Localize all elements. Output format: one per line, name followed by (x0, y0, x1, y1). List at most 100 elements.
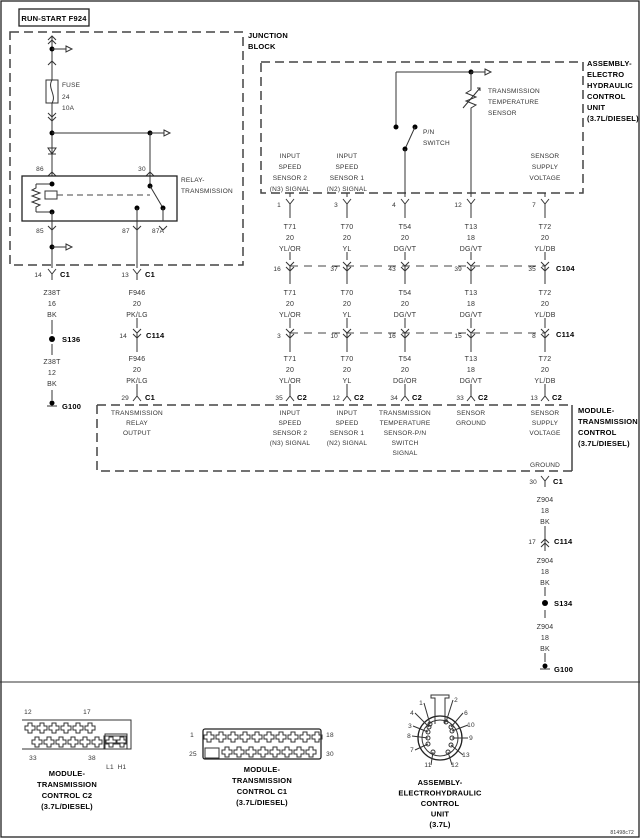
c114-pin-number: 14 (119, 333, 127, 340)
wire-label: 20 (541, 301, 549, 308)
c1-pin-number: 14 (34, 272, 42, 279)
tcm-pin-label: GROUND (456, 420, 486, 427)
tcm-label: MODULE- (578, 406, 615, 415)
relay-87a-connector-icon (158, 225, 168, 231)
pin-label: 2 (454, 697, 458, 704)
connector-cavity-icon (60, 722, 72, 734)
wire-label: 20 (343, 367, 351, 374)
pin-label: 13 (462, 752, 470, 759)
tcm-pin-label: SENSOR 1 (330, 430, 365, 437)
tcm-c1-view-title: (3.7L/DIESEL) (236, 798, 288, 807)
pin-label: 25 (189, 751, 197, 758)
ehcu-pin-label: SENSOR (531, 153, 560, 160)
c1-pin-number: 13 (121, 272, 129, 279)
c104-pin-number: 16 (273, 266, 281, 273)
fuse-rating: 10A (62, 105, 75, 112)
connector-cavity-icon (448, 742, 454, 748)
wire-label: T72 (539, 290, 552, 297)
tcm-pin-label: SUPPLY (532, 420, 559, 427)
connector-cavity-icon (43, 736, 55, 748)
tcm-c2-view-title: (3.7L/DIESEL) (41, 802, 93, 811)
c2-pin-number: 33 (456, 395, 464, 402)
wire-label: 18 (541, 508, 549, 515)
tcm-pin-label: SENSOR-P/N (384, 430, 427, 437)
wire-label: DG/VT (460, 378, 483, 385)
pin-label: 3 (408, 723, 412, 730)
wire-label: T71 (284, 290, 297, 297)
tcm-label: (3.7L/DIESEL) (578, 439, 630, 448)
ehcu-pin-label: (N3) SIGNAL (270, 186, 311, 193)
tcm-label: CONTROL (578, 428, 617, 437)
ehcu-outline (260, 61, 584, 194)
relay-85-arrow-icon (65, 243, 74, 251)
c104-pin-number: 39 (454, 266, 462, 273)
connector-cavity-icon (275, 731, 287, 743)
connector-cavity-icon (36, 722, 48, 734)
junction-block-outline (9, 31, 244, 266)
connector-cavity-icon (48, 722, 60, 734)
wire-label: BK (540, 519, 550, 526)
tcm-pin-label: TEMPERATURE (380, 420, 431, 427)
ehcu-view-title: ASSEMBLY- (418, 778, 463, 787)
connector-cavity-icon (105, 736, 117, 748)
wire-label: DG/OR (393, 378, 417, 385)
wire-label: PK/LG (126, 312, 148, 319)
pin-label: L1 (106, 764, 114, 771)
c1-connector-icon (540, 475, 550, 487)
c114-pin-number: 3 (277, 333, 281, 340)
c114-connector-label: C114 (554, 537, 573, 546)
connector-cavity-icon (233, 746, 245, 758)
wire-label: DG/VT (394, 246, 417, 253)
wire-label: T71 (284, 224, 297, 231)
figure-id: 81498c72 (610, 830, 634, 836)
connector-cavity-icon (31, 736, 43, 748)
tcm-c1-pin-number: 29 (121, 395, 129, 402)
c104-connector-icon (400, 261, 410, 276)
wire-label: YL/DB (534, 246, 555, 253)
tcm-pin-label: SENSOR 2 (273, 430, 308, 437)
tcm-c2-view-title: TRANSMISSION (37, 780, 97, 789)
ehcu-pin-number: 3 (334, 202, 338, 209)
wire-label: BK (540, 646, 550, 653)
connector-cavity-icon (430, 749, 436, 755)
pn-switch-label: P/N (423, 129, 435, 136)
relay-coil-resistor-icon (30, 184, 42, 212)
wire-label: 20 (133, 367, 141, 374)
c104-pin-number: 43 (388, 266, 396, 273)
wire-label: 20 (286, 367, 294, 374)
ehcu-label: UNIT (587, 103, 606, 112)
c114-pin-number: 15 (454, 333, 462, 340)
connector-cavity-icon (55, 736, 67, 748)
wire-label: 18 (541, 569, 549, 576)
title-box (18, 8, 90, 27)
c104-pin-number: 37 (330, 266, 338, 273)
diode-icon (47, 147, 57, 155)
s136-splice-label: S136 (62, 335, 80, 344)
tcm-pin-label: SWITCH (392, 440, 419, 447)
ehcu-pin-label: INPUT (337, 153, 358, 160)
ehcu-connector-key (430, 694, 450, 724)
c2-connector-icon (342, 390, 352, 402)
pin-label: 12 (451, 762, 459, 769)
wire-label: T13 (465, 356, 478, 363)
tcm-c1-view-title: TRANSMISSION (232, 776, 292, 785)
splice-dot (393, 124, 399, 130)
tcm-pin-label: SPEED (278, 420, 301, 427)
wire-label: BK (47, 312, 57, 319)
connector-cavity-icon (215, 731, 227, 743)
ehcu-pin-label: VOLTAGE (529, 175, 561, 182)
ehcu-label: ASSEMBLY- (587, 59, 632, 68)
fuse-element-icon (50, 79, 54, 104)
s136-splice-icon (49, 336, 55, 342)
temp-sensor-label: SENSOR (488, 110, 517, 117)
c114-connector-label: C114 (146, 331, 165, 340)
tcm-pin-label: TRANSMISSION (379, 410, 431, 417)
wire-label: T72 (539, 356, 552, 363)
relay-pin-85: 85 (36, 228, 44, 235)
c1-connector-icon (47, 268, 57, 280)
connector-cavity-icon (239, 731, 251, 743)
ehcu-label: ELECTRO (587, 70, 624, 79)
connector-cavity-icon (84, 722, 96, 734)
pin-label: 17 (83, 709, 91, 716)
